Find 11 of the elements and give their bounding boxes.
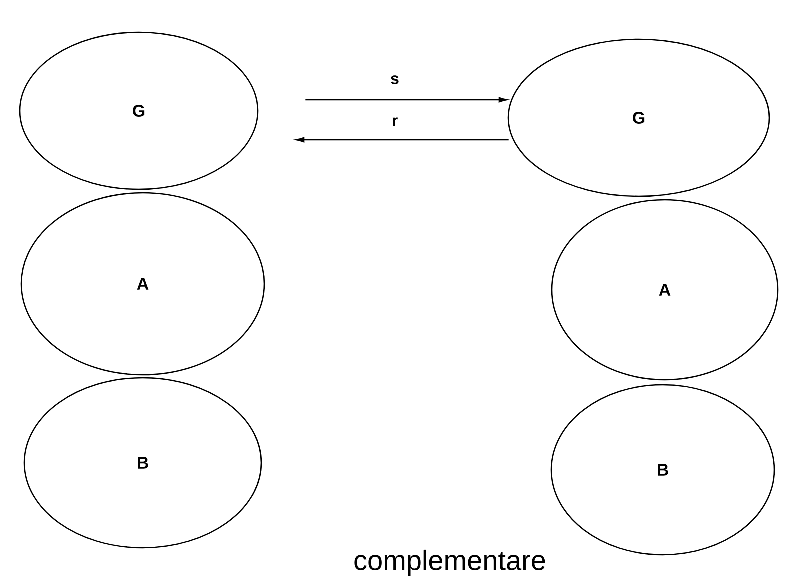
ellipse-node: G xyxy=(19,32,259,190)
ellipse-node: B xyxy=(24,377,262,549)
ellipse-node: G xyxy=(508,38,770,198)
ellipse-node: A xyxy=(551,199,779,381)
ellipse-node: A xyxy=(20,192,266,376)
arrow xyxy=(296,137,509,143)
edge-label: s xyxy=(390,74,400,86)
caption: complementare xyxy=(354,550,546,576)
arrow xyxy=(306,97,508,103)
edge-label: r xyxy=(390,116,400,128)
ellipse-node: B xyxy=(550,384,776,556)
